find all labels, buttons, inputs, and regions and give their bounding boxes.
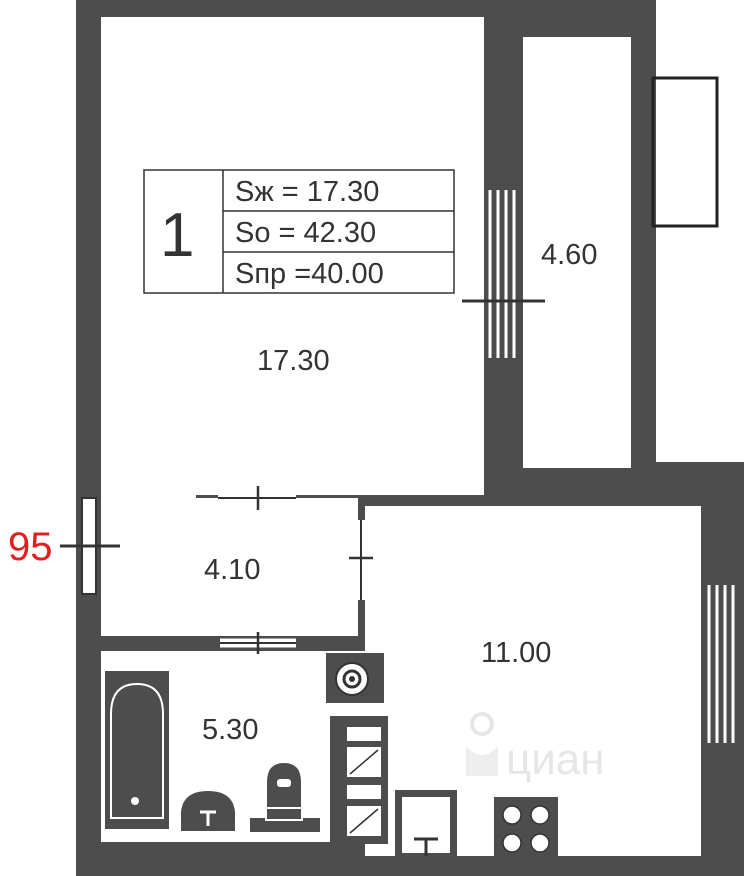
bathroom-door xyxy=(220,632,296,654)
living-room-door xyxy=(218,486,296,510)
hallway-area: 4.10 xyxy=(204,554,260,586)
balcony-window xyxy=(651,76,719,228)
cian-watermark: циан xyxy=(466,712,605,784)
living-balcony-window xyxy=(484,190,523,358)
living-room-area: 17.30 xyxy=(257,345,330,377)
washing-machine xyxy=(330,716,388,844)
kitchen-counter xyxy=(395,790,457,856)
exterior-right xyxy=(656,0,744,462)
reduced-area-label: Sпр =40.00 xyxy=(235,258,384,290)
sink xyxy=(179,788,237,833)
area-info-table: 1 Sж = 17.30 So = 42.30 Sпр =40.00 xyxy=(143,169,455,294)
kitchen-door xyxy=(349,520,373,600)
entrance-door xyxy=(60,497,120,595)
kitchen-window xyxy=(703,585,744,743)
apartment-number: 1 xyxy=(160,201,194,270)
bathroom-area: 5.30 xyxy=(202,714,258,746)
balcony-area: 4.60 xyxy=(541,239,597,271)
watermark-text: циан xyxy=(506,735,605,784)
total-area-label: So = 42.30 xyxy=(235,217,376,249)
hallway xyxy=(101,432,358,636)
kitchen-area: 11.00 xyxy=(481,637,551,669)
entrance-number: 95 xyxy=(8,525,53,569)
toilet xyxy=(250,760,320,832)
water-heater xyxy=(326,653,384,703)
balcony xyxy=(523,37,631,468)
living-area-label: Sж = 17.30 xyxy=(235,176,379,208)
bathtub xyxy=(103,669,171,831)
stove xyxy=(494,797,558,861)
